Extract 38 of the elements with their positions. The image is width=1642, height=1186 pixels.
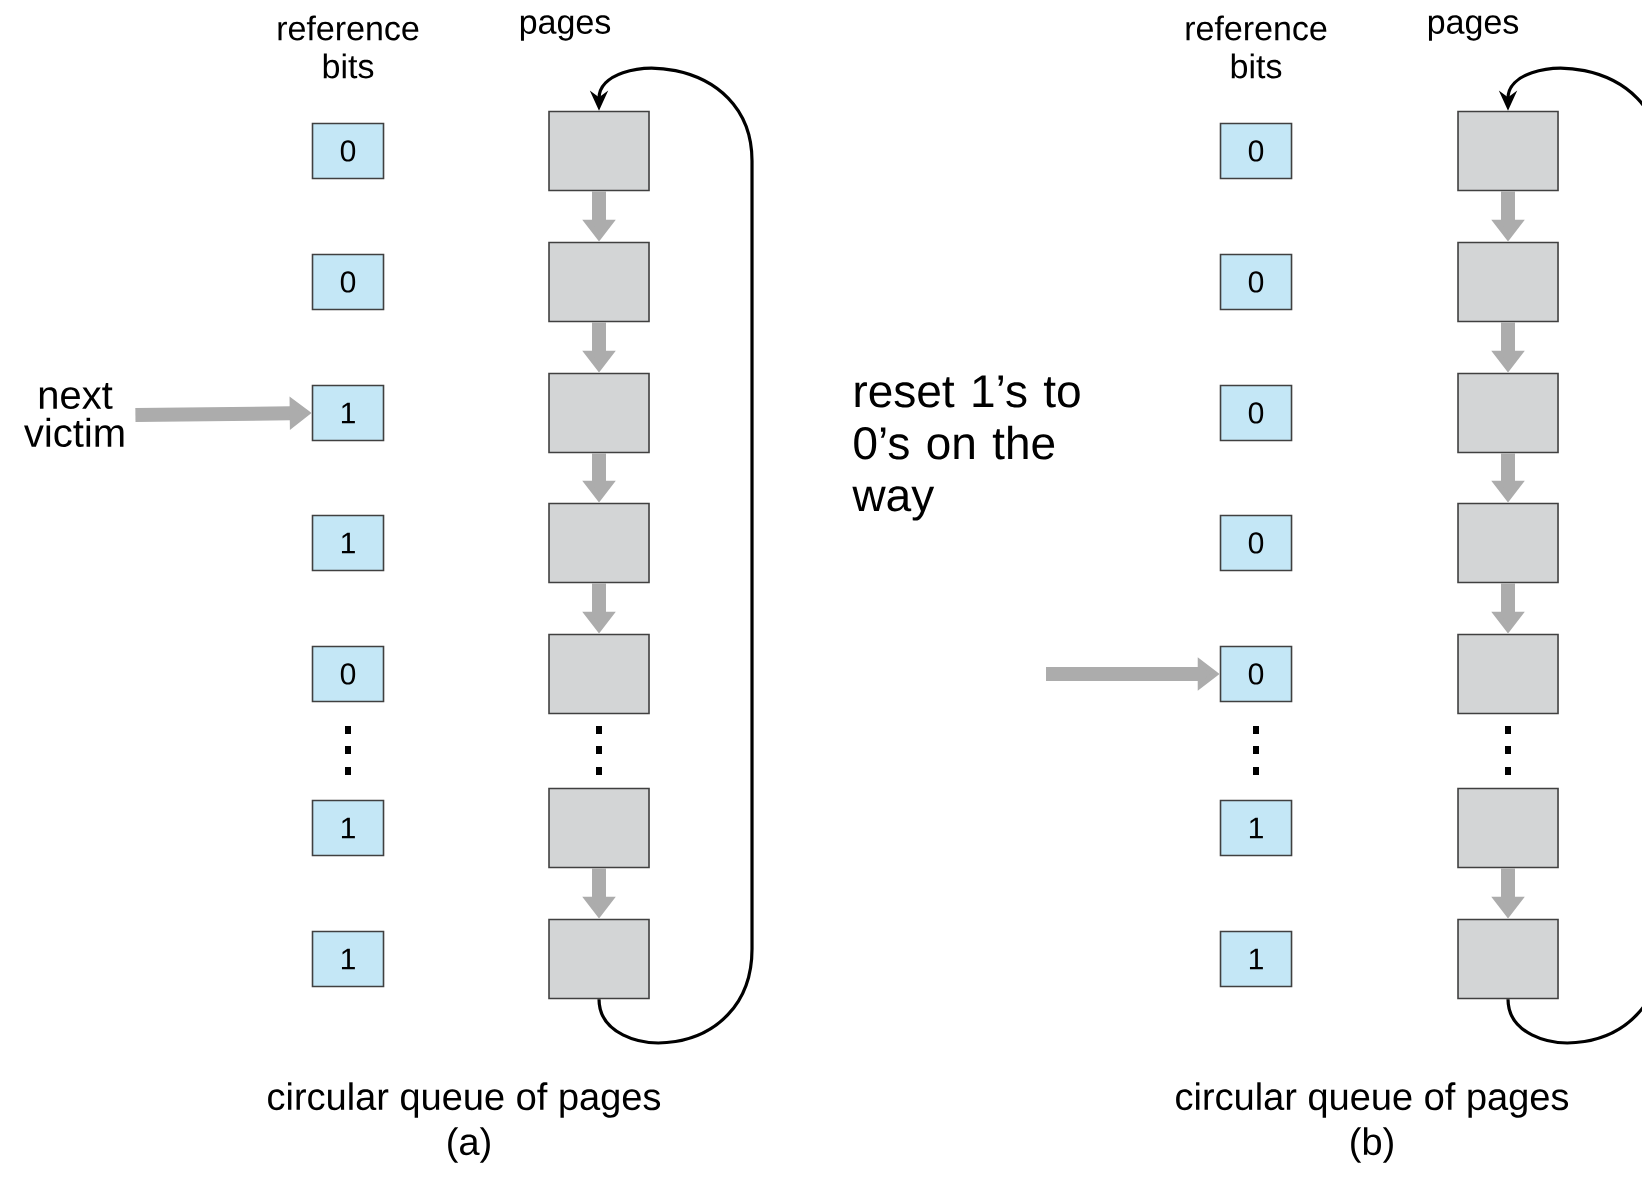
bit-box: 0: [1219, 384, 1293, 442]
bit-box: 1: [311, 514, 385, 572]
column-heading: reference bits: [1186, 15, 1327, 79]
bit-box: 0: [1219, 253, 1293, 311]
page-box: [1457, 110, 1559, 192]
bit-box: 1: [1219, 930, 1293, 988]
page-box: [1457, 372, 1559, 454]
bit-box: 0: [1219, 645, 1293, 703]
bit-box: 1: [1219, 799, 1293, 857]
page-box: [1457, 633, 1559, 715]
panel-label: (b): [1351, 1127, 1393, 1163]
note: reset 1’s to 0’s on the way: [852, 375, 1080, 521]
bit-box: 0: [1219, 122, 1293, 180]
page-box: [1457, 787, 1559, 869]
bit-box: 1: [311, 799, 385, 857]
caption: circular queue of pages: [268, 1082, 661, 1118]
caption: circular queue of pages: [1176, 1082, 1569, 1118]
panel-label: (a): [448, 1127, 490, 1163]
bit-box: 0: [311, 253, 385, 311]
page-box: [1457, 241, 1559, 323]
page-box: [548, 372, 650, 454]
page-box: [548, 918, 650, 1000]
bit-box: 0: [311, 122, 385, 180]
column-heading: pages: [1428, 15, 1519, 41]
pointer-label: next victim: [24, 382, 124, 448]
page-box: [1457, 918, 1559, 1000]
column-heading: pages: [520, 15, 611, 41]
bit-box: 1: [311, 384, 385, 442]
page-box: [548, 241, 650, 323]
bit-box: 0: [311, 645, 385, 703]
page-box: [548, 633, 650, 715]
page-box: [548, 502, 650, 584]
column-heading: reference bits: [278, 15, 419, 79]
page-box: [548, 787, 650, 869]
bit-box: 0: [1219, 514, 1293, 572]
page-box: [548, 110, 650, 192]
page-box: [1457, 502, 1559, 584]
bit-box: 1: [311, 930, 385, 988]
